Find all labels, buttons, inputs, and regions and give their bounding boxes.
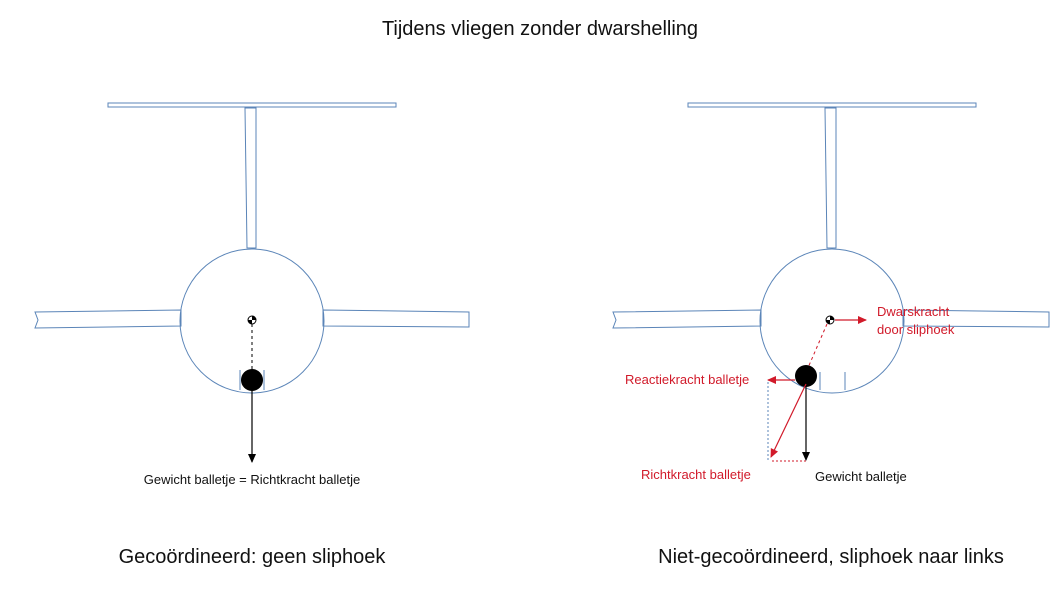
left-caption: Gecoördineerd: geen sliphoek bbox=[119, 546, 387, 568]
left-force-label: Gewicht balletje = Richtkracht balletje bbox=[144, 472, 360, 487]
right-wing-right bbox=[902, 309, 1050, 328]
page-title: Tijdens vliegen zonder dwarshelling bbox=[382, 18, 698, 40]
right-vertical-fin bbox=[824, 107, 837, 249]
right-horizontal-stabilizer bbox=[687, 102, 977, 108]
right-aircraft bbox=[612, 102, 1050, 394]
left-inclinometer-tube bbox=[239, 370, 265, 390]
left-wing-right bbox=[322, 309, 470, 328]
right-dashed-line bbox=[806, 323, 828, 371]
right-ball bbox=[795, 365, 817, 387]
right-caption: Niet-gecoördineerd, sliphoek naar links bbox=[658, 546, 1004, 568]
left-wing-left bbox=[34, 309, 182, 329]
sideforce-label-line2: door sliphoek bbox=[877, 322, 955, 337]
centripetal-force-arrow bbox=[770, 383, 807, 458]
right-weight-label: Gewicht balletje bbox=[815, 469, 907, 484]
right-wing-left bbox=[612, 309, 762, 329]
centripetal-label: Richtkracht balletje bbox=[641, 467, 751, 482]
left-ball bbox=[241, 369, 263, 391]
right-fuselage bbox=[759, 248, 905, 394]
left-vertical-fin bbox=[244, 107, 257, 249]
left-cg-symbol bbox=[247, 315, 257, 325]
reaction-label: Reactiekracht balletje bbox=[625, 372, 749, 387]
right-cg-symbol bbox=[825, 315, 835, 325]
left-horizontal-stabilizer bbox=[107, 102, 397, 108]
sideforce-label-line1: Dwarskracht bbox=[877, 304, 950, 319]
right-inclinometer-tube bbox=[819, 372, 846, 390]
